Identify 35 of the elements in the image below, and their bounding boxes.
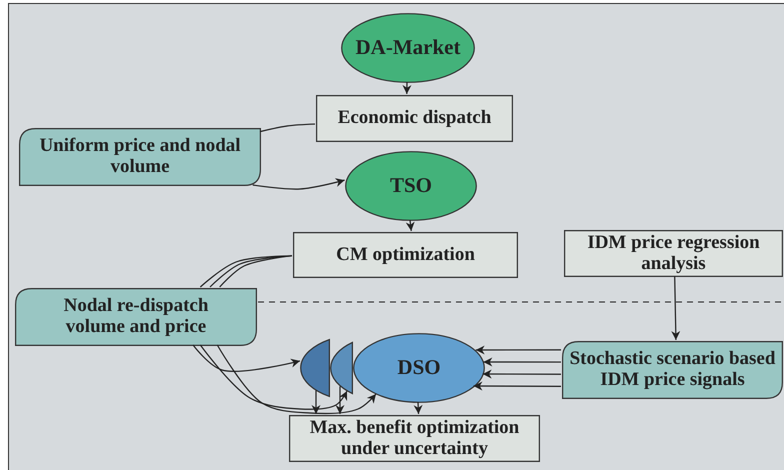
ellipse-node (341, 13, 475, 83)
arrow (406, 220, 415, 232)
node-label: Max. benefit optimization under uncertainty (308, 418, 520, 460)
arrow (200, 344, 348, 410)
node-label: DSO (397, 356, 441, 380)
node-label: DA-Market (356, 36, 460, 60)
arrow (192, 344, 300, 372)
arrow (336, 386, 344, 414)
node-label: CM optimization (336, 244, 475, 266)
process-box (316, 95, 513, 142)
node-label: Uniform price and nodal volume (38, 136, 242, 178)
rounded-box (19, 128, 261, 186)
arrow (312, 390, 320, 414)
arrow (252, 178, 345, 190)
node-label: Economic dispatch (338, 108, 492, 129)
arrow (473, 382, 561, 391)
process-box (293, 232, 518, 278)
node-label: Stochastic scenario based IDM price signals (568, 349, 776, 391)
rounded-box (15, 288, 257, 346)
connector-line (260, 123, 316, 132)
process-box (564, 230, 783, 277)
ellipse-node (353, 333, 485, 403)
node-label: IDM price regression analysis (586, 232, 761, 274)
process-box (289, 415, 540, 462)
node-label: TSO (390, 174, 432, 198)
rounded-box (562, 341, 783, 399)
arrow (402, 82, 412, 94)
arrow (414, 402, 423, 414)
node-label: Nodal re-dispatch volume and price (62, 296, 210, 338)
arrow (671, 276, 680, 340)
ellipse-node (345, 151, 477, 221)
arrow (216, 344, 376, 414)
arrow (476, 345, 561, 354)
arrow (482, 370, 561, 379)
arrow (483, 358, 561, 366)
